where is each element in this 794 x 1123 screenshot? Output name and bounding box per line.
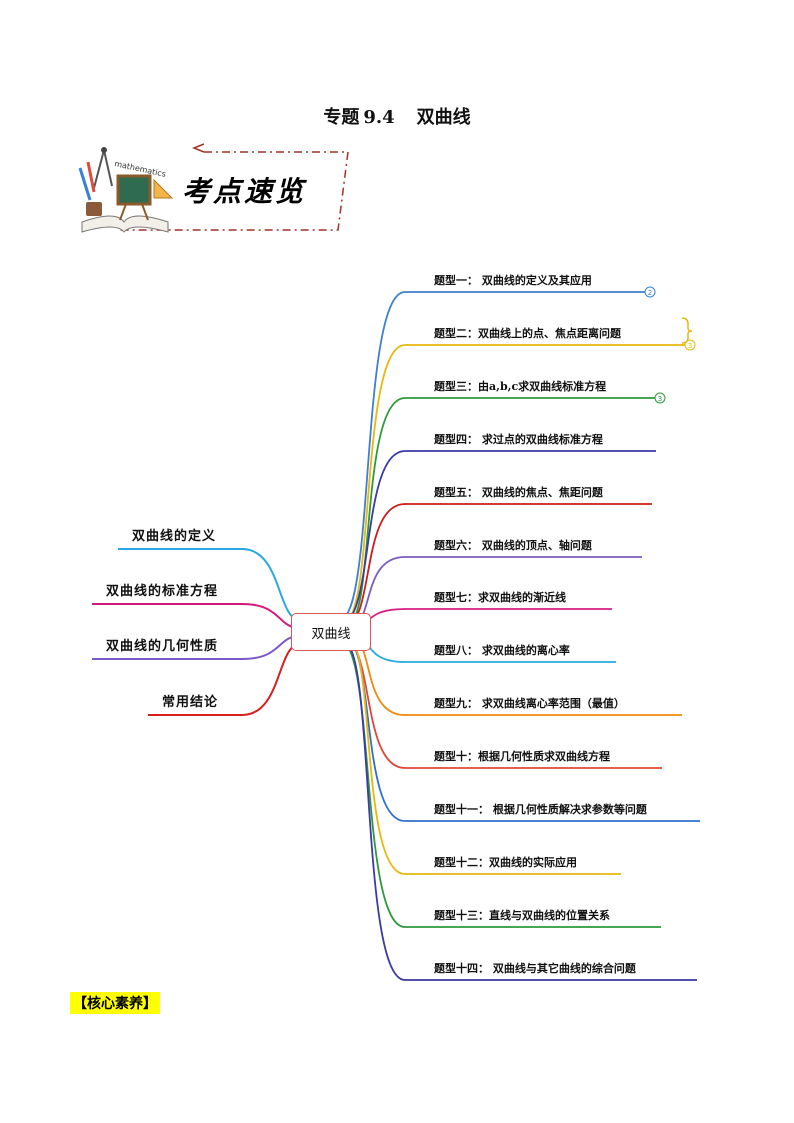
- mindmap-center-node: 双曲线: [291, 613, 371, 651]
- title-number: 9.4: [363, 107, 395, 128]
- mindmap-center-label: 双曲线: [311, 626, 351, 642]
- mindmap-topic-label: 题型八： 求双曲线的离心率: [434, 644, 570, 657]
- mindmap-branch-right: [339, 291, 648, 621]
- mindmap-topic-label: 题型一： 双曲线的定义及其应用: [434, 274, 592, 287]
- collapse-badge-icon[interactable]: [684, 339, 696, 351]
- mindmap-topic-label: 题型九： 求双曲线离心率范围（最值）: [434, 697, 625, 710]
- mindmap-topic-label: 题型十：根据几何性质求双曲线方程: [434, 750, 610, 763]
- mindmap-topic-label: 题型六： 双曲线的顶点、轴问题: [434, 539, 592, 552]
- mindmap-left-label: 双曲线的定义: [132, 529, 217, 544]
- mindmap-branch-right: [347, 638, 621, 875]
- mindmap-topic-label: 题型七：求双曲线的渐近线: [434, 591, 566, 604]
- mindmap-topic-label: 题型三：由a,b,c求双曲线标准方程: [434, 380, 607, 393]
- collapse-badge-count: 2: [648, 289, 652, 297]
- mindmap-branch-right: [339, 640, 661, 928]
- mindmap-left-label: 双曲线的标准方程: [106, 584, 219, 599]
- mindmap-topic-label: 题型十一： 根据几何性质解决求参数等问题: [434, 803, 647, 816]
- mindmap-topic-label: 题型四： 求过点的双曲线标准方程: [434, 433, 603, 446]
- collapse-badge-count: 3: [688, 342, 692, 350]
- title-prefix: 专题: [323, 107, 360, 128]
- mindmap-left-label: 常用结论: [162, 695, 219, 710]
- mindmap-branch-right: [347, 397, 658, 624]
- bracket-icon: [681, 317, 693, 344]
- banner-graphic: mathematics: [78, 143, 349, 233]
- mindmap-branch-left: [92, 603, 301, 629]
- mindmap-branch-right: [343, 344, 688, 622]
- collapse-badge-count: 3: [658, 395, 662, 403]
- mindmap-branch-right: [343, 636, 700, 822]
- collapse-badge-icon[interactable]: [654, 392, 666, 404]
- core-literacy-heading: 【核心素养】: [70, 992, 160, 1014]
- mindmap-topic-label: 题型十二：双曲线的实际应用: [434, 856, 577, 869]
- title-name: 双曲线: [416, 107, 471, 128]
- mindmap-branch-right: [339, 608, 612, 631]
- mindmap-branch-right: [343, 641, 697, 981]
- mindmap-topic-label: 题型十四： 双曲线与其它曲线的综合问题: [434, 962, 636, 975]
- collapse-badge-icon[interactable]: [644, 286, 656, 298]
- mindmap-topic-label: 题型二：双曲线上的点、焦点距离问题: [434, 327, 621, 340]
- mindmap-topic-label: 题型十三：直线与双曲线的位置关系: [434, 909, 610, 922]
- mindmap-topic-label: 题型五： 双曲线的焦点、焦距问题: [434, 486, 603, 499]
- mindmap-left-label: 双曲线的几何性质: [106, 639, 219, 654]
- banner-title: 考点速览: [182, 175, 307, 208]
